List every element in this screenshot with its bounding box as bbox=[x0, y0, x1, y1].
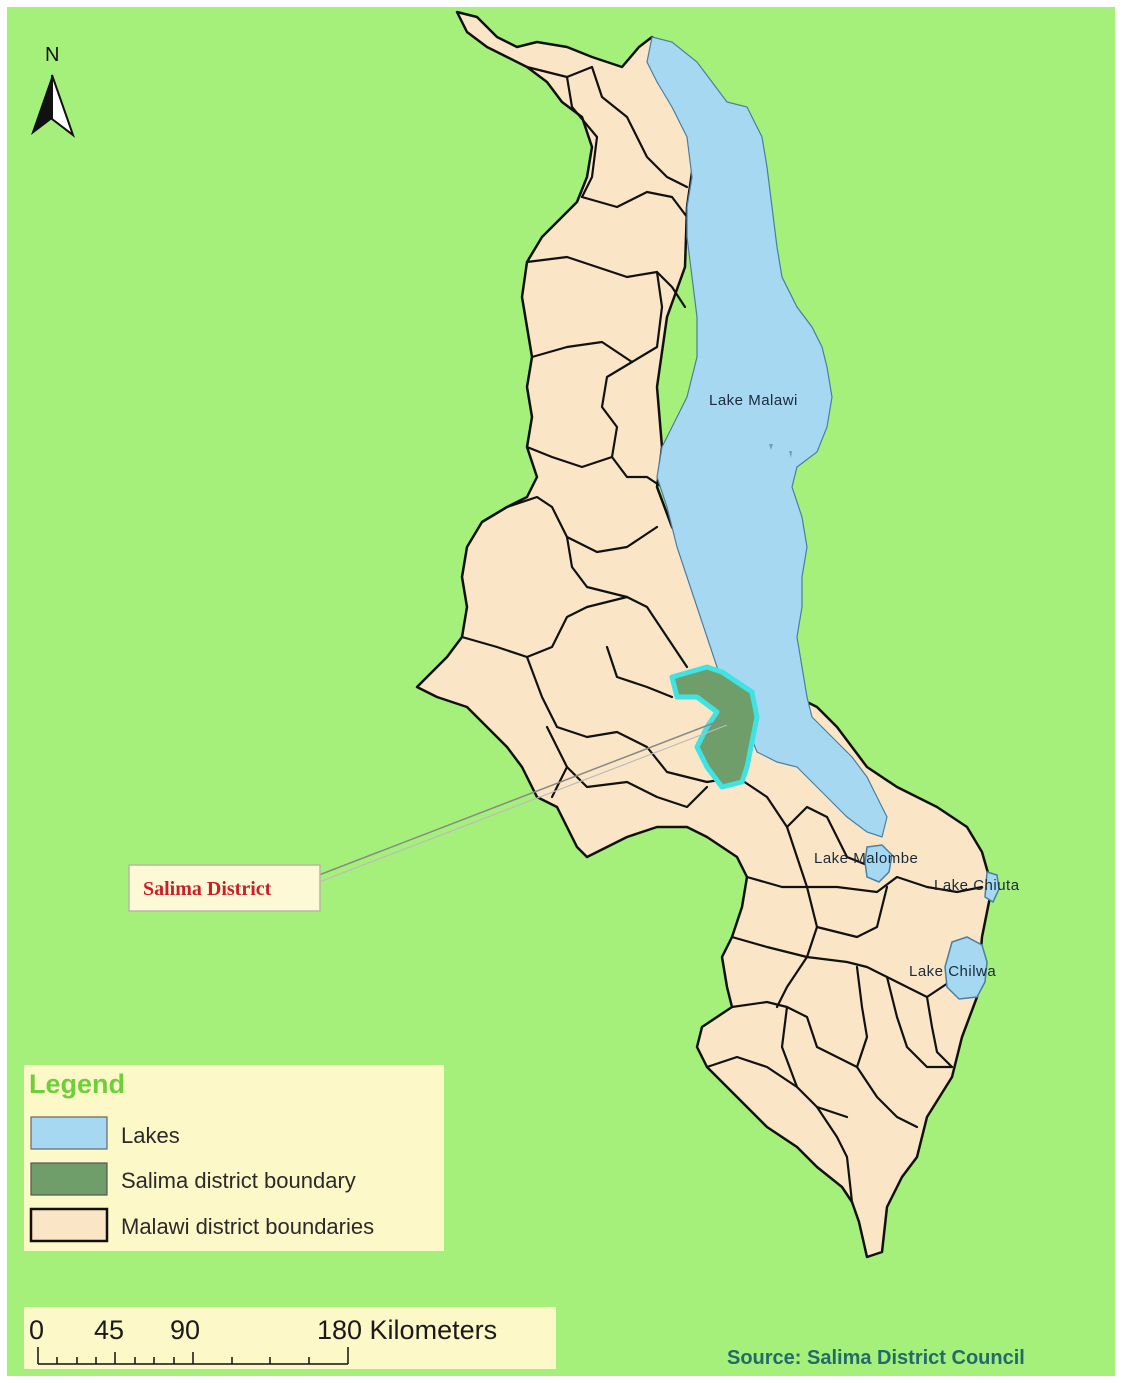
north-arrow-icon-half bbox=[51, 74, 76, 138]
salima-callout: Salima District bbox=[128, 718, 728, 912]
salima-district[interactable] bbox=[669, 664, 760, 790]
lake-malombe bbox=[864, 844, 893, 883]
scale-bar: 0 45 90 180 Kilometers bbox=[24, 1307, 556, 1369]
lake-islet bbox=[789, 451, 792, 458]
scale-tick-0: 0 bbox=[29, 1315, 44, 1345]
legend-label-lakes: Lakes bbox=[121, 1123, 180, 1148]
callout-label: Salima District bbox=[143, 878, 272, 900]
lake-malawi-label: Lake Malawi bbox=[709, 392, 798, 409]
lake-islet bbox=[769, 444, 773, 450]
legend-swatch-lakes bbox=[30, 1116, 108, 1150]
scale-bar-ruler bbox=[37, 1347, 349, 1365]
lake-malombe-label: Lake Malombe bbox=[814, 850, 918, 867]
district-boundaries bbox=[460, 65, 984, 1204]
legend-label-districts: Malawi district boundaries bbox=[121, 1214, 374, 1239]
legend-swatch-salima bbox=[30, 1162, 108, 1196]
lake-chilwa-label: Lake Chilwa bbox=[909, 963, 996, 980]
legend: Legend Lakes Salima district boundary Ma… bbox=[24, 1065, 444, 1251]
legend-label-salima: Salima district boundary bbox=[121, 1168, 356, 1193]
scale-tick-45: 45 bbox=[94, 1315, 124, 1345]
callout-box bbox=[128, 864, 321, 912]
scale-bar-panel bbox=[24, 1307, 556, 1369]
callout-leader-line-shadow bbox=[318, 724, 728, 883]
lake-chiuta bbox=[984, 871, 1000, 904]
map-view[interactable]: Lake Malawi Lake Malombe Lake Chiuta Lak… bbox=[7, 7, 1115, 1376]
callout-leader-line bbox=[318, 718, 725, 876]
source-credit: Source: Salima District Council bbox=[727, 1347, 1025, 1369]
legend-swatch-districts bbox=[29, 1207, 109, 1243]
north-arrow-icon bbox=[31, 75, 52, 135]
north-letter: N bbox=[45, 44, 59, 66]
lake-chiuta-label: Lake Chiuta bbox=[934, 877, 1020, 894]
scale-tick-180: 180 Kilometers bbox=[317, 1315, 497, 1345]
legend-title: Legend bbox=[29, 1069, 125, 1099]
scale-tick-90: 90 bbox=[170, 1315, 200, 1345]
lake-chilwa bbox=[944, 936, 988, 1000]
lake-malawi bbox=[646, 36, 888, 838]
north-arrow: N bbox=[31, 44, 76, 138]
